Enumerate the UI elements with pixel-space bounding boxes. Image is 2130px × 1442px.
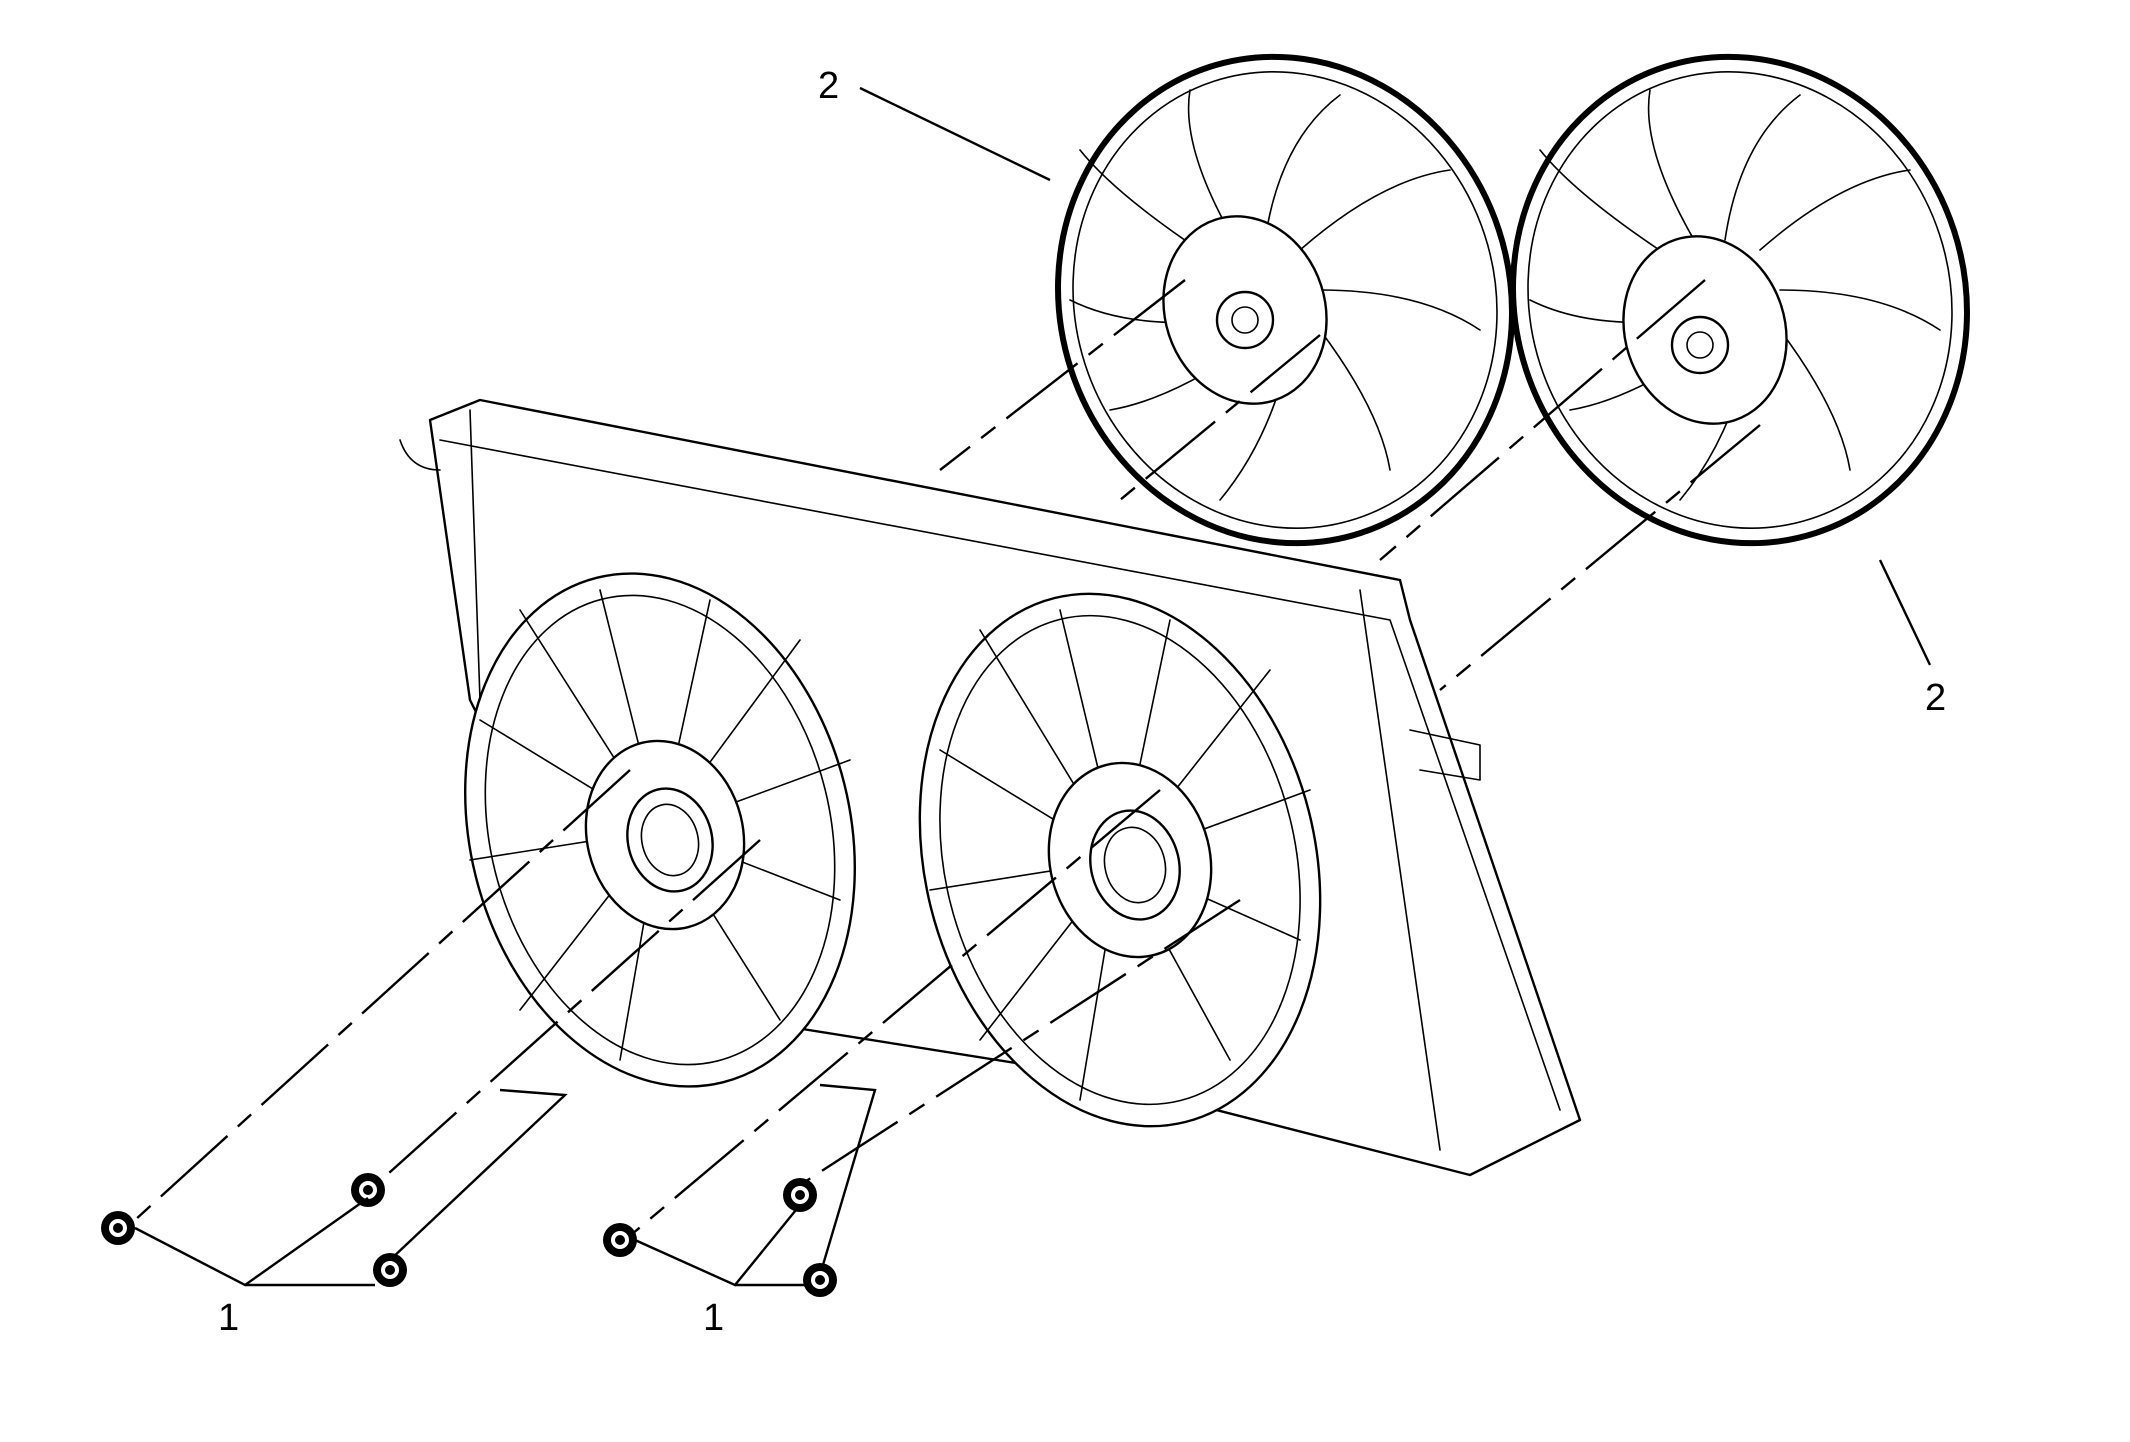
callout-label-1-left: 1	[218, 1297, 239, 1339]
bolt-icon	[803, 1263, 837, 1297]
bolt-icon	[783, 1178, 817, 1212]
bolt-icon	[351, 1173, 385, 1207]
callout-label-2-upper: 2	[818, 65, 839, 107]
fasteners-right-group	[603, 1178, 837, 1297]
shroud-ring-left	[464, 572, 856, 1088]
callout-leaders	[134, 86, 1932, 1287]
bolt-icon	[373, 1253, 407, 1287]
alignment-lines	[134, 279, 1761, 1276]
bolt-icon	[603, 1223, 637, 1257]
fan-assembly-left-rear	[1055, 53, 1515, 547]
callout-label-1-right: 1	[703, 1297, 724, 1339]
callout-label-2-lower: 2	[1925, 677, 1946, 719]
bolt-icon	[101, 1211, 135, 1245]
fasteners-left-group	[101, 1173, 407, 1287]
shroud-ring-right	[918, 592, 1322, 1128]
fan-assembly-right-rear	[1510, 53, 1970, 547]
